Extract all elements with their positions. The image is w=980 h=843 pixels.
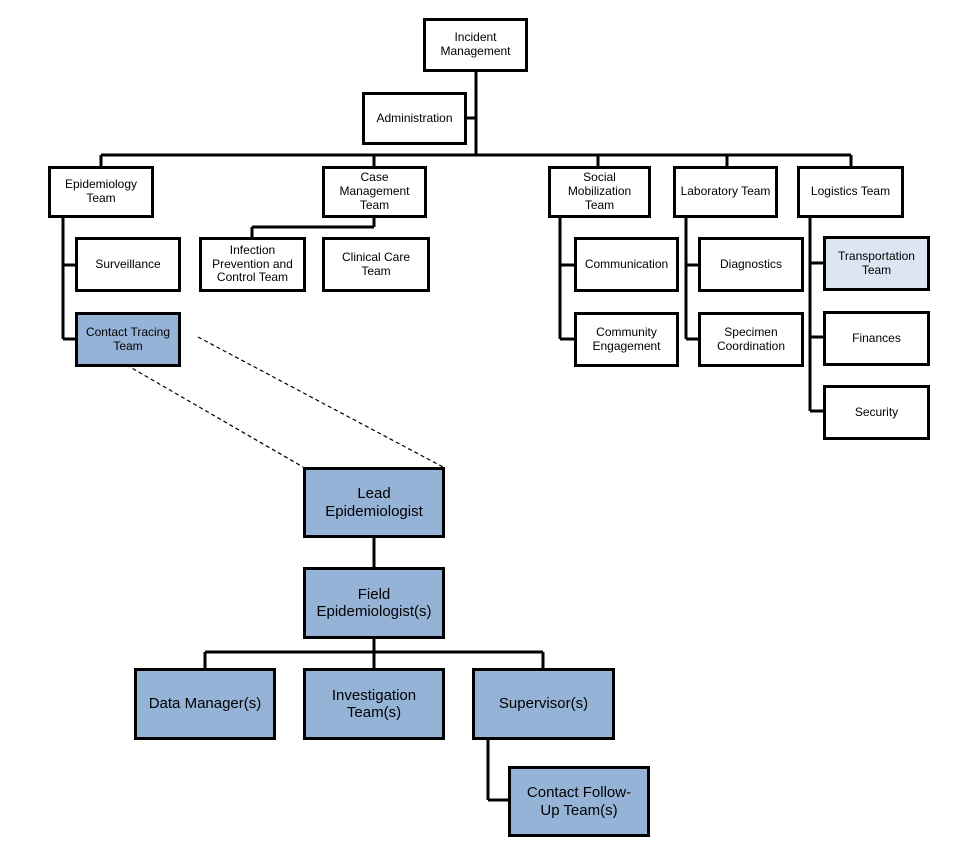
field-epidemiologists-label: Field Epidemiologist(s) [316,585,432,620]
laboratory-team-label: Laboratory Team [680,184,771,199]
specimen-coordination-box: Specimen Coordination [698,312,804,367]
case-management-team-box: Case Management Team [322,166,427,218]
supervisors-label: Supervisor(s) [498,695,589,713]
investigation-teams-box: Investigation Team(s) [303,668,445,740]
lead-epidemiologist-box: Lead Epidemiologist [303,467,445,538]
finances-box: Finances [823,311,930,366]
surveillance-box: Surveillance [75,237,181,292]
case-management-team-label: Case Management Team [339,170,410,212]
community-engagement-label: Community Engagement [592,324,661,353]
surveillance-label: Surveillance [95,256,161,271]
security-box: Security [823,385,930,440]
infection-prevention-box: Infection Prevention and Control Team [199,237,306,292]
supervisors-box: Supervisor(s) [472,668,615,740]
communication-box: Communication [574,237,679,292]
administration-box: Administration [362,92,467,145]
social-mobilization-team-box: Social Mobilization Team [548,166,651,218]
logistics-team-label: Logistics Team [810,184,891,199]
finances-label: Finances [852,330,901,345]
data-managers-box: Data Manager(s) [134,668,276,740]
incident-management-label: Incident Management [440,30,511,58]
logistics-team-box: Logistics Team [797,166,904,218]
contact-tracing-team-box: Contact Tracing Team [75,312,181,367]
data-managers-label: Data Manager(s) [148,695,262,713]
specimen-coordination-label: Specimen Coordination [716,324,786,353]
clinical-care-team-label: Clinical Care Team [341,249,411,278]
laboratory-team-box: Laboratory Team [673,166,778,218]
transportation-team-box: Transportation Team [823,236,930,291]
lead-epidemiologist-label: Lead Epidemiologist [325,485,423,520]
contact-tracing-team-label: Contact Tracing Team [85,324,171,353]
infection-prevention-label: Infection Prevention and Control Team [212,242,293,285]
community-engagement-box: Community Engagement [574,312,679,367]
transportation-team-label: Transportation Team [838,248,915,277]
epidemiology-team-box: Epidemiology Team [48,166,154,218]
communication-label: Communication [584,256,669,271]
diagnostics-box: Diagnostics [698,237,804,292]
contact-followup-teams-box: Contact Follow- Up Team(s) [508,766,650,837]
social-mobilization-team-label: Social Mobilization Team [567,170,632,212]
administration-label: Administration [376,110,453,125]
field-epidemiologists-box: Field Epidemiologist(s) [303,567,445,639]
contact-followup-teams-label: Contact Follow- Up Team(s) [526,784,632,819]
diagnostics-label: Diagnostics [719,256,783,271]
epidemiology-team-label: Epidemiology Team [64,177,138,205]
clinical-care-team-box: Clinical Care Team [322,237,430,292]
security-label: Security [854,404,899,419]
zoom-guide-right [197,336,444,468]
investigation-teams-label: Investigation Team(s) [331,686,417,721]
incident-management-box: Incident Management [423,18,528,72]
